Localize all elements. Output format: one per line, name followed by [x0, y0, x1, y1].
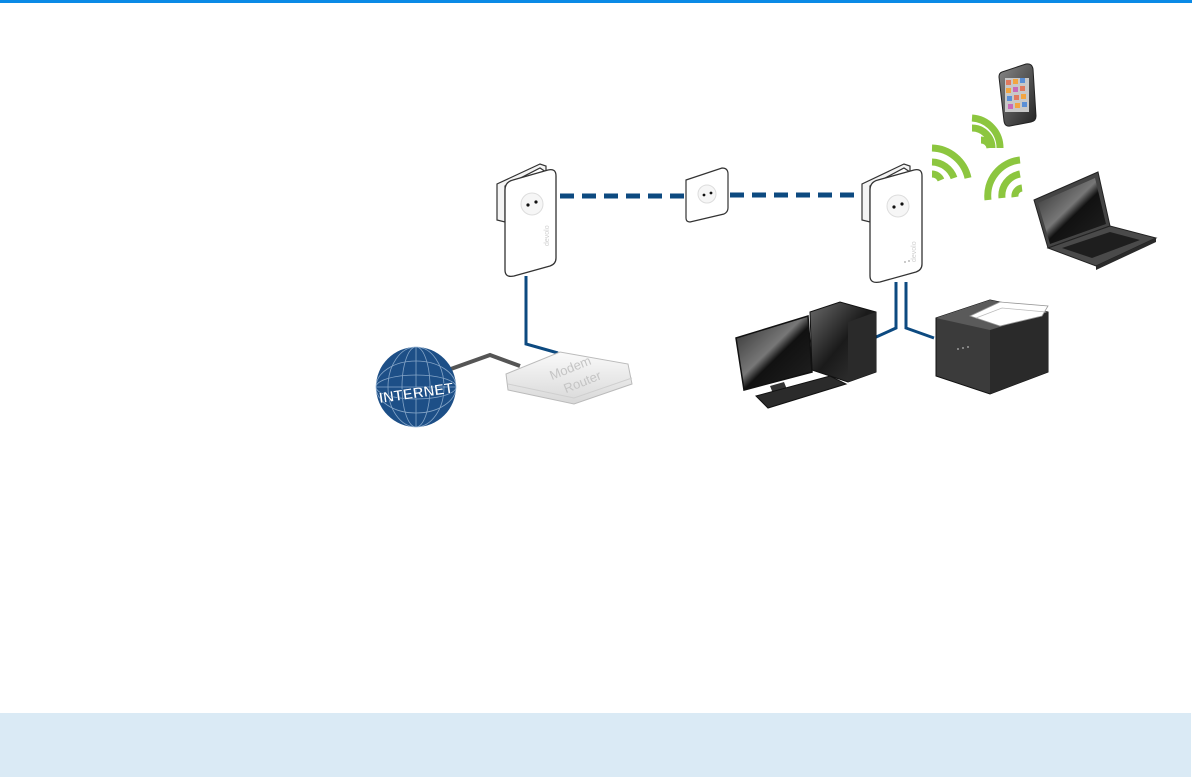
adapter-right-brand: devolo — [911, 241, 918, 262]
adapter-left-brand: devolo — [544, 225, 551, 246]
footer-band — [0, 713, 1191, 777]
wifi-signal-to-laptop-icon — [988, 160, 1022, 200]
powerline-wifi-adapter-icon: devolo — [862, 164, 922, 282]
desktop-pc-icon — [736, 302, 876, 408]
wifi-signal-left-icon — [932, 148, 968, 180]
wall-socket-icon — [686, 168, 728, 222]
laptop-icon — [1034, 172, 1156, 270]
powerline-adapter-icon: devolo — [497, 164, 556, 276]
internet-cable — [448, 355, 520, 370]
smartphone-app-grid — [1005, 78, 1029, 112]
printer-icon — [936, 300, 1048, 394]
adapter-right-to-pc-cable — [874, 282, 896, 338]
smartphone-icon — [999, 64, 1036, 126]
adapter-right-to-printer-cable — [906, 282, 934, 338]
globe-icon: INTERNET — [376, 347, 456, 427]
adapter-left-to-router-cable — [526, 276, 558, 353]
router-icon: Modem Router — [506, 352, 632, 404]
wifi-signal-to-smartphone-icon — [972, 118, 1000, 148]
